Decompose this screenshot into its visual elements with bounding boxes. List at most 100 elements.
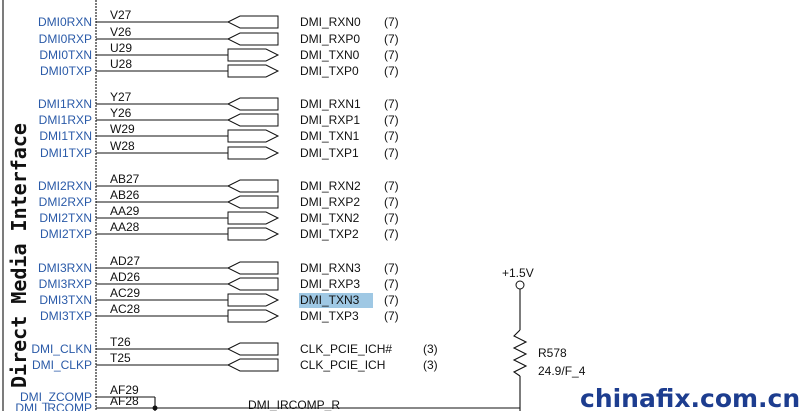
ball-label: T26 [110,335,131,349]
ball-label: AF28 [110,394,139,408]
offpage-connector [226,277,279,291]
page-ref: (7) [384,195,399,209]
net-label: DMI_TXN1 [300,129,360,143]
resistor-ref: R578 [538,346,567,360]
offpage-connector [226,358,279,372]
ball-label: Y26 [110,106,132,120]
net-label: DMI_TXN3 [300,293,360,307]
ball-label: AA29 [110,204,140,218]
net-label: CLK_PCIE_ICH# [300,342,392,356]
net-label: DMI_RXN0 [300,15,361,29]
pin-name: DMI0TXN [39,48,92,62]
watermark: chinafix.com.cn [580,384,800,411]
net-label: DMI_TXP3 [300,309,359,323]
offpage-connector [227,48,280,62]
net-label: DMI_TXP1 [300,146,359,160]
net-label: DMI_RXN2 [300,179,361,193]
pin-name: DMI3TXP [40,309,92,323]
offpage-connector [226,261,279,275]
ball-label: Y27 [110,90,132,104]
net-label: DMI_TXN2 [300,211,360,225]
pin-name: DMI3RXN [38,261,92,275]
net-label: DMI_RXP1 [300,113,360,127]
pin-name: DMI2TXN [39,211,92,225]
net-label: DMI_RXN1 [300,97,361,111]
page-ref: (7) [384,97,399,111]
offpage-connector [226,179,279,193]
resistor-value: 24.9/F_4 [538,364,586,378]
net-label: CLK_PCIE_ICH [300,358,385,372]
ball-label: AA28 [110,220,140,234]
pin-name: DMI_CLKP [32,358,92,372]
offpage-connector [226,113,279,127]
pin-name: DMI_IRCOMP [15,401,92,411]
offpage-connector [227,309,280,323]
page-ref: (7) [384,129,399,143]
ball-label: V26 [110,25,132,39]
page-ref: (3) [423,342,438,356]
pin-name: DMI0RXN [38,15,92,29]
ball-label: V27 [110,8,132,22]
net-label: DMI_TXN0 [300,48,360,62]
ball-label: AF29 [110,383,139,397]
net-label: DMI_TXP2 [300,227,359,241]
offpage-connector [227,129,280,143]
pin-name: DMI1TXN [39,129,92,143]
ircomp-net-label: DMI_IRCOMP_R [248,398,340,411]
net-label: DMI_RXN3 [300,261,361,275]
page-ref: (3) [423,358,438,372]
offpage-connector [227,293,280,307]
pin-name: DMI3RXP [39,277,92,291]
offpage-connector [227,64,280,78]
net-label: DMI_RXP2 [300,195,360,209]
pin-name: DMI1TXP [40,146,92,160]
ball-label: AB26 [110,188,140,202]
pin-name: DMI_ZCOMP [20,390,92,404]
block-title: Direct Media Interface [7,123,31,388]
pin-name: DMI0TXP [40,64,92,78]
ball-label: AC28 [110,302,140,316]
offpage-connector [226,97,279,111]
pin-name: DMI3TXN [39,293,92,307]
offpage-connector [227,227,280,241]
net-highlight [299,293,373,308]
pin-name: DMI1RXP [39,113,92,127]
page-ref: (7) [384,48,399,62]
resistor-symbol [512,329,528,377]
resistor-network: +1.5V R578 24.9/F_4 [502,266,586,411]
page-ref: (7) [384,211,399,225]
ball-label: W28 [110,139,135,153]
offpage-connector [227,146,280,160]
pin-name: DMI2RXP [39,195,92,209]
offpage-connector [226,195,279,209]
ball-label: AD26 [110,270,140,284]
page-ref: (7) [384,113,399,127]
ball-label: AD27 [110,254,140,268]
supply-label: +1.5V [502,266,534,280]
offpage-connector [226,342,279,356]
pin-name: DMI0RXP [39,32,92,46]
page-ref: (7) [384,293,399,307]
page-ref: (7) [384,64,399,78]
page-ref: (7) [384,146,399,160]
page-ref: (7) [384,261,399,275]
pin-name: DMI1RXN [38,97,92,111]
offpage-connector [227,211,280,225]
